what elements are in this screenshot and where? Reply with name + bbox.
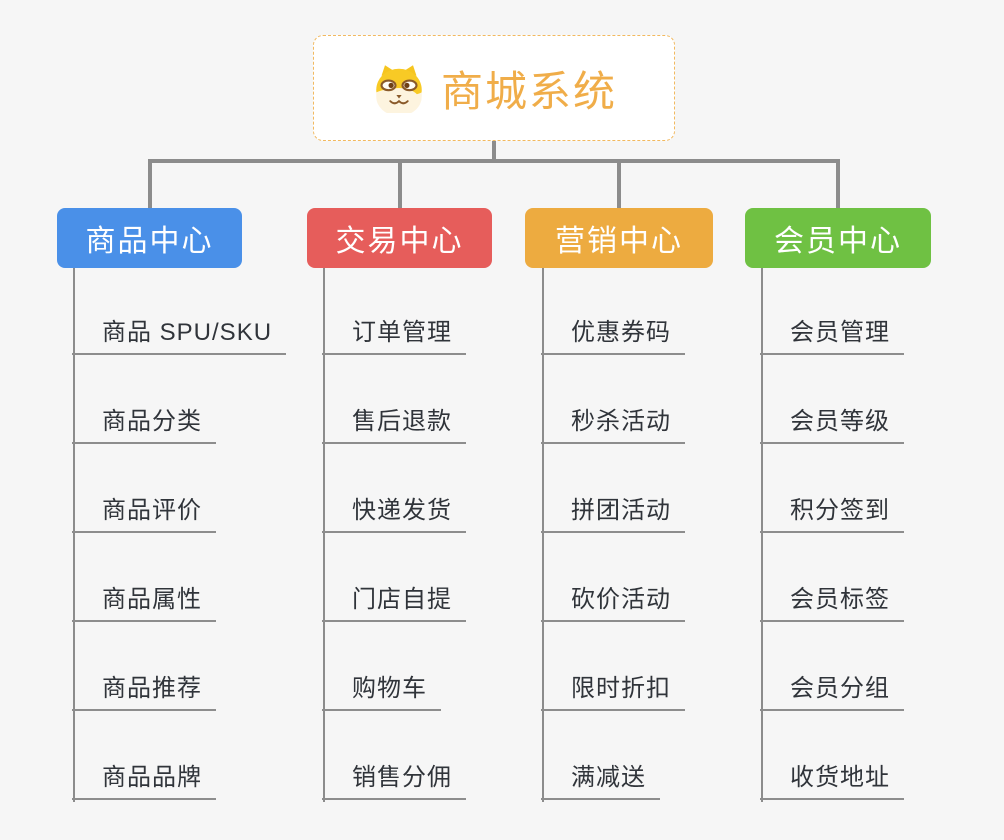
connector-line bbox=[836, 161, 840, 212]
connector-line bbox=[323, 266, 325, 802]
branch-label: 会员中心 bbox=[774, 225, 902, 258]
leaf-node[interactable]: 秒杀活动 bbox=[541, 404, 685, 444]
leaf-node[interactable]: 会员分组 bbox=[760, 671, 904, 711]
leaf-node[interactable]: 满减送 bbox=[541, 760, 660, 800]
connector-line bbox=[148, 161, 152, 212]
connector-line bbox=[398, 161, 402, 212]
leaf-node[interactable]: 砍价活动 bbox=[541, 582, 685, 622]
connector-line bbox=[492, 140, 496, 163]
connector-line bbox=[542, 266, 544, 802]
branch-node-marketing-center[interactable]: 营销中心 bbox=[525, 208, 713, 268]
leaf-node[interactable]: 销售分佣 bbox=[322, 760, 466, 800]
root-title: 商城系统 bbox=[440, 67, 617, 115]
leaf-node[interactable]: 限时折扣 bbox=[541, 671, 685, 711]
leaf-node[interactable]: 积分签到 bbox=[760, 493, 904, 533]
branch-label: 交易中心 bbox=[335, 225, 464, 258]
leaf-node[interactable]: 商品属性 bbox=[72, 582, 216, 622]
dog-face-icon bbox=[376, 65, 422, 113]
leaf-node[interactable]: 收货地址 bbox=[760, 760, 904, 800]
connector-line bbox=[617, 161, 621, 212]
leaf-node[interactable]: 会员等级 bbox=[760, 404, 904, 444]
leaf-node[interactable]: 商品评价 bbox=[72, 493, 216, 533]
leaf-node[interactable]: 商品品牌 bbox=[72, 760, 216, 800]
root-node[interactable]: 商城系统 bbox=[313, 35, 675, 141]
leaf-node[interactable]: 售后退款 bbox=[322, 404, 466, 444]
branch-node-trade-center[interactable]: 交易中心 bbox=[307, 208, 492, 268]
leaf-node[interactable]: 订单管理 bbox=[322, 315, 466, 355]
leaf-node[interactable]: 优惠券码 bbox=[541, 315, 685, 355]
leaf-node[interactable]: 购物车 bbox=[322, 671, 441, 711]
leaf-node[interactable]: 门店自提 bbox=[322, 582, 466, 622]
leaf-node[interactable]: 会员管理 bbox=[760, 315, 904, 355]
leaf-node[interactable]: 拼团活动 bbox=[541, 493, 685, 533]
leaf-node[interactable]: 商品分类 bbox=[72, 404, 216, 444]
branch-label: 商品中心 bbox=[85, 225, 214, 258]
leaf-node[interactable]: 会员标签 bbox=[760, 582, 904, 622]
branch-node-product-center[interactable]: 商品中心 bbox=[57, 208, 242, 268]
connector-line bbox=[148, 159, 840, 163]
leaf-node[interactable]: 商品推荐 bbox=[72, 671, 216, 711]
branch-node-member-center[interactable]: 会员中心 bbox=[745, 208, 931, 268]
leaf-node[interactable]: 商品 SPU/SKU bbox=[72, 315, 287, 355]
branch-label: 营销中心 bbox=[555, 225, 683, 258]
connector-line bbox=[73, 266, 75, 802]
leaf-node[interactable]: 快递发货 bbox=[322, 493, 466, 533]
connector-line bbox=[761, 266, 763, 802]
